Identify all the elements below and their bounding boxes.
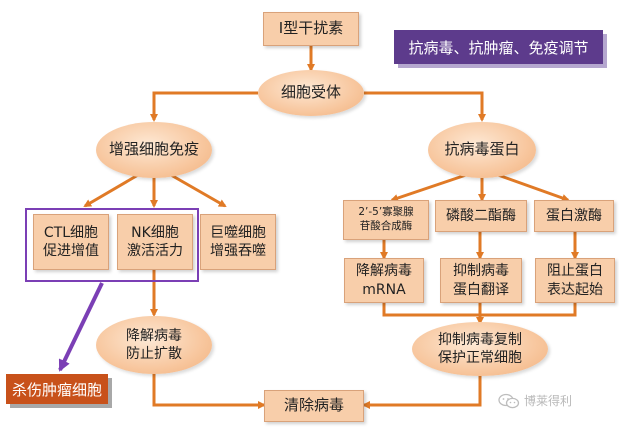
inhibit-replication-text: 抑制病毒复制保护正常细胞 (438, 331, 522, 367)
clear-virus-label: 清除病毒 (283, 396, 344, 415)
kinase-node: 蛋白激酶 (534, 200, 614, 232)
degrade-virus-node: 降解病毒防止扩散 (96, 316, 212, 374)
degrade-virus-line-2: 防止扩散 (126, 346, 182, 362)
arrow-receptor-antiviral (364, 91, 486, 122)
macrophage-line-2: 增强吞噬 (210, 243, 266, 259)
block-expression-line-1: 阻止蛋白 (547, 263, 603, 280)
antiviral-protein-label: 抗病毒蛋白 (444, 140, 520, 159)
macrophage-text: 巨噬细胞增强吞噬 (210, 224, 266, 260)
function-tag: 抗病毒、抗肿瘤、免疫调节 (394, 30, 603, 64)
phosphodiesterase-label: 磷酸二酯酶 (446, 207, 516, 224)
inhibit-translation-text: 抑制病毒蛋白翻译 (453, 262, 509, 298)
arrow-replication-clear (362, 374, 482, 409)
kill-tumor-tag: 杀伤肿瘤细胞 (6, 374, 108, 404)
kill-tumor-label: 杀伤肿瘤细胞 (11, 380, 102, 399)
degrade-virus-line-1: 降解病毒 (126, 327, 182, 344)
arrow-enhance-macrophage (170, 173, 227, 208)
watermark-text: 博莱得利 (524, 394, 573, 408)
arrow-antiviral-synthetase (390, 173, 467, 202)
ctl-node: CTL细胞促进增值 (33, 214, 109, 270)
inhibit-translation-line-1: 抑制病毒 (453, 263, 509, 280)
macrophage-line-1: 巨噬细胞 (210, 224, 266, 241)
cell-group-frame (25, 208, 199, 282)
arrow-receptor-enhance (150, 91, 258, 122)
interferon-label: I型干扰素 (278, 19, 344, 38)
enhance-immunity-node: 增强细胞免疫 (96, 122, 212, 178)
inhibit-replication-line-2: 保护正常细胞 (438, 350, 522, 366)
receptor-label: 细胞受体 (280, 83, 341, 102)
nk-line-1: NK细胞 (131, 224, 179, 241)
synthetase-node: 2’-5’寡聚腺苷酸合成酶 (343, 200, 429, 240)
arrow-frame-kill-tumor (58, 282, 104, 372)
degrade-mrna-line-1: 降解病毒 (356, 263, 412, 280)
receptor-node: 细胞受体 (258, 70, 364, 116)
watermark: 博莱得利 (498, 392, 572, 409)
nk-line-2: 激活活力 (127, 243, 183, 259)
arrow-block-replication (480, 303, 577, 317)
wechat-icon (498, 393, 520, 408)
ctl-line-1: CTL细胞 (43, 224, 99, 241)
antiviral-protein-node: 抗病毒蛋白 (428, 122, 536, 178)
interferon-node: I型干扰素 (263, 12, 359, 46)
synthetase-line-1: 2’-5’寡聚腺 (358, 206, 414, 219)
inhibit-translation-line-2: 蛋白翻译 (453, 281, 509, 298)
kinase-label: 蛋白激酶 (546, 207, 602, 224)
arrow-mrna-replication (382, 303, 480, 317)
synthetase-text: 2’-5’寡聚腺苷酸合成酶 (358, 206, 413, 233)
inhibit-translation-node: 抑制病毒蛋白翻译 (440, 258, 522, 303)
inhibit-replication-line-1: 抑制病毒复制 (438, 331, 522, 348)
macrophage-node: 巨噬细胞增强吞噬 (200, 214, 276, 270)
nk-text: NK细胞激活活力 (127, 224, 183, 260)
inhibit-replication-node: 抑制病毒复制保护正常细胞 (412, 322, 548, 376)
nk-node: NK细胞激活活力 (117, 214, 193, 270)
degrade-virus-text: 降解病毒防止扩散 (126, 327, 182, 363)
block-expression-text: 阻止蛋白表达起始 (547, 262, 603, 298)
phosphodiesterase-node: 磷酸二酯酶 (435, 200, 527, 232)
arrow-degrade-clear (152, 373, 266, 409)
degrade-mrna-line-2: mRNA (362, 281, 406, 298)
function-tag-label: 抗病毒、抗肿瘤、免疫调节 (408, 38, 589, 57)
ctl-text: CTL细胞促进增值 (43, 224, 99, 260)
block-expression-node: 阻止蛋白表达起始 (535, 258, 615, 303)
arrow-antiviral-kinase (497, 173, 570, 202)
clear-virus-node: 清除病毒 (264, 390, 364, 422)
block-expression-line-2: 表达起始 (547, 281, 603, 298)
arrow-enhance-ctl (83, 173, 139, 208)
ctl-line-2: 促进增值 (43, 243, 99, 259)
synthetase-line-2: 苷酸合成酶 (359, 220, 413, 232)
enhance-immunity-label: 增强细胞免疫 (108, 140, 199, 159)
